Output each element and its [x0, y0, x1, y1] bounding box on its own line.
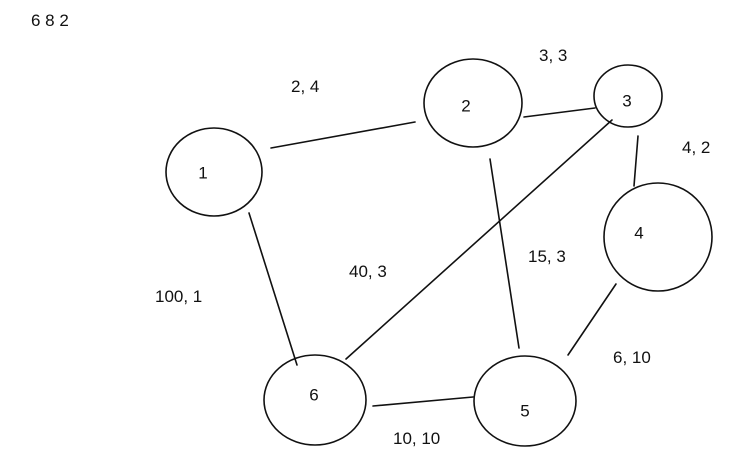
node-3 [593, 64, 663, 128]
node-6 [263, 354, 367, 446]
node-label-1: 1 [198, 163, 207, 182]
node-4 [603, 182, 713, 292]
edge-label-1-6: 100, 1 [155, 287, 203, 306]
edge-2-3 [523, 107, 596, 118]
edge-label-2-5: 15, 3 [528, 247, 566, 266]
node-label-2: 2 [461, 96, 470, 115]
edge-6-5 [372, 396, 474, 407]
node-5 [473, 355, 577, 447]
node-label-6: 6 [309, 385, 318, 404]
edge-1-6 [248, 212, 298, 366]
node-label-3: 3 [622, 91, 631, 110]
node-label-5: 5 [520, 401, 529, 420]
edge-label-1-2: 2, 4 [291, 77, 320, 96]
node-label-4: 4 [634, 223, 643, 242]
node-2 [423, 58, 523, 148]
header-text: 6 8 2 [31, 11, 69, 30]
edge-4-5 [567, 283, 617, 356]
edge-3-4 [633, 135, 639, 187]
edge-label-4-5: 6, 10 [613, 348, 651, 367]
edge-label-2-3: 3, 3 [539, 46, 568, 65]
edge-2-5 [489, 158, 520, 349]
edge-label-6-5: 10, 10 [393, 429, 441, 448]
edge-1-2 [270, 121, 416, 149]
edge-label-3-6: 40, 3 [349, 262, 387, 281]
edge-label-3-4: 4, 2 [682, 138, 711, 157]
edge-3-6 [345, 119, 613, 360]
node-1 [165, 127, 263, 217]
